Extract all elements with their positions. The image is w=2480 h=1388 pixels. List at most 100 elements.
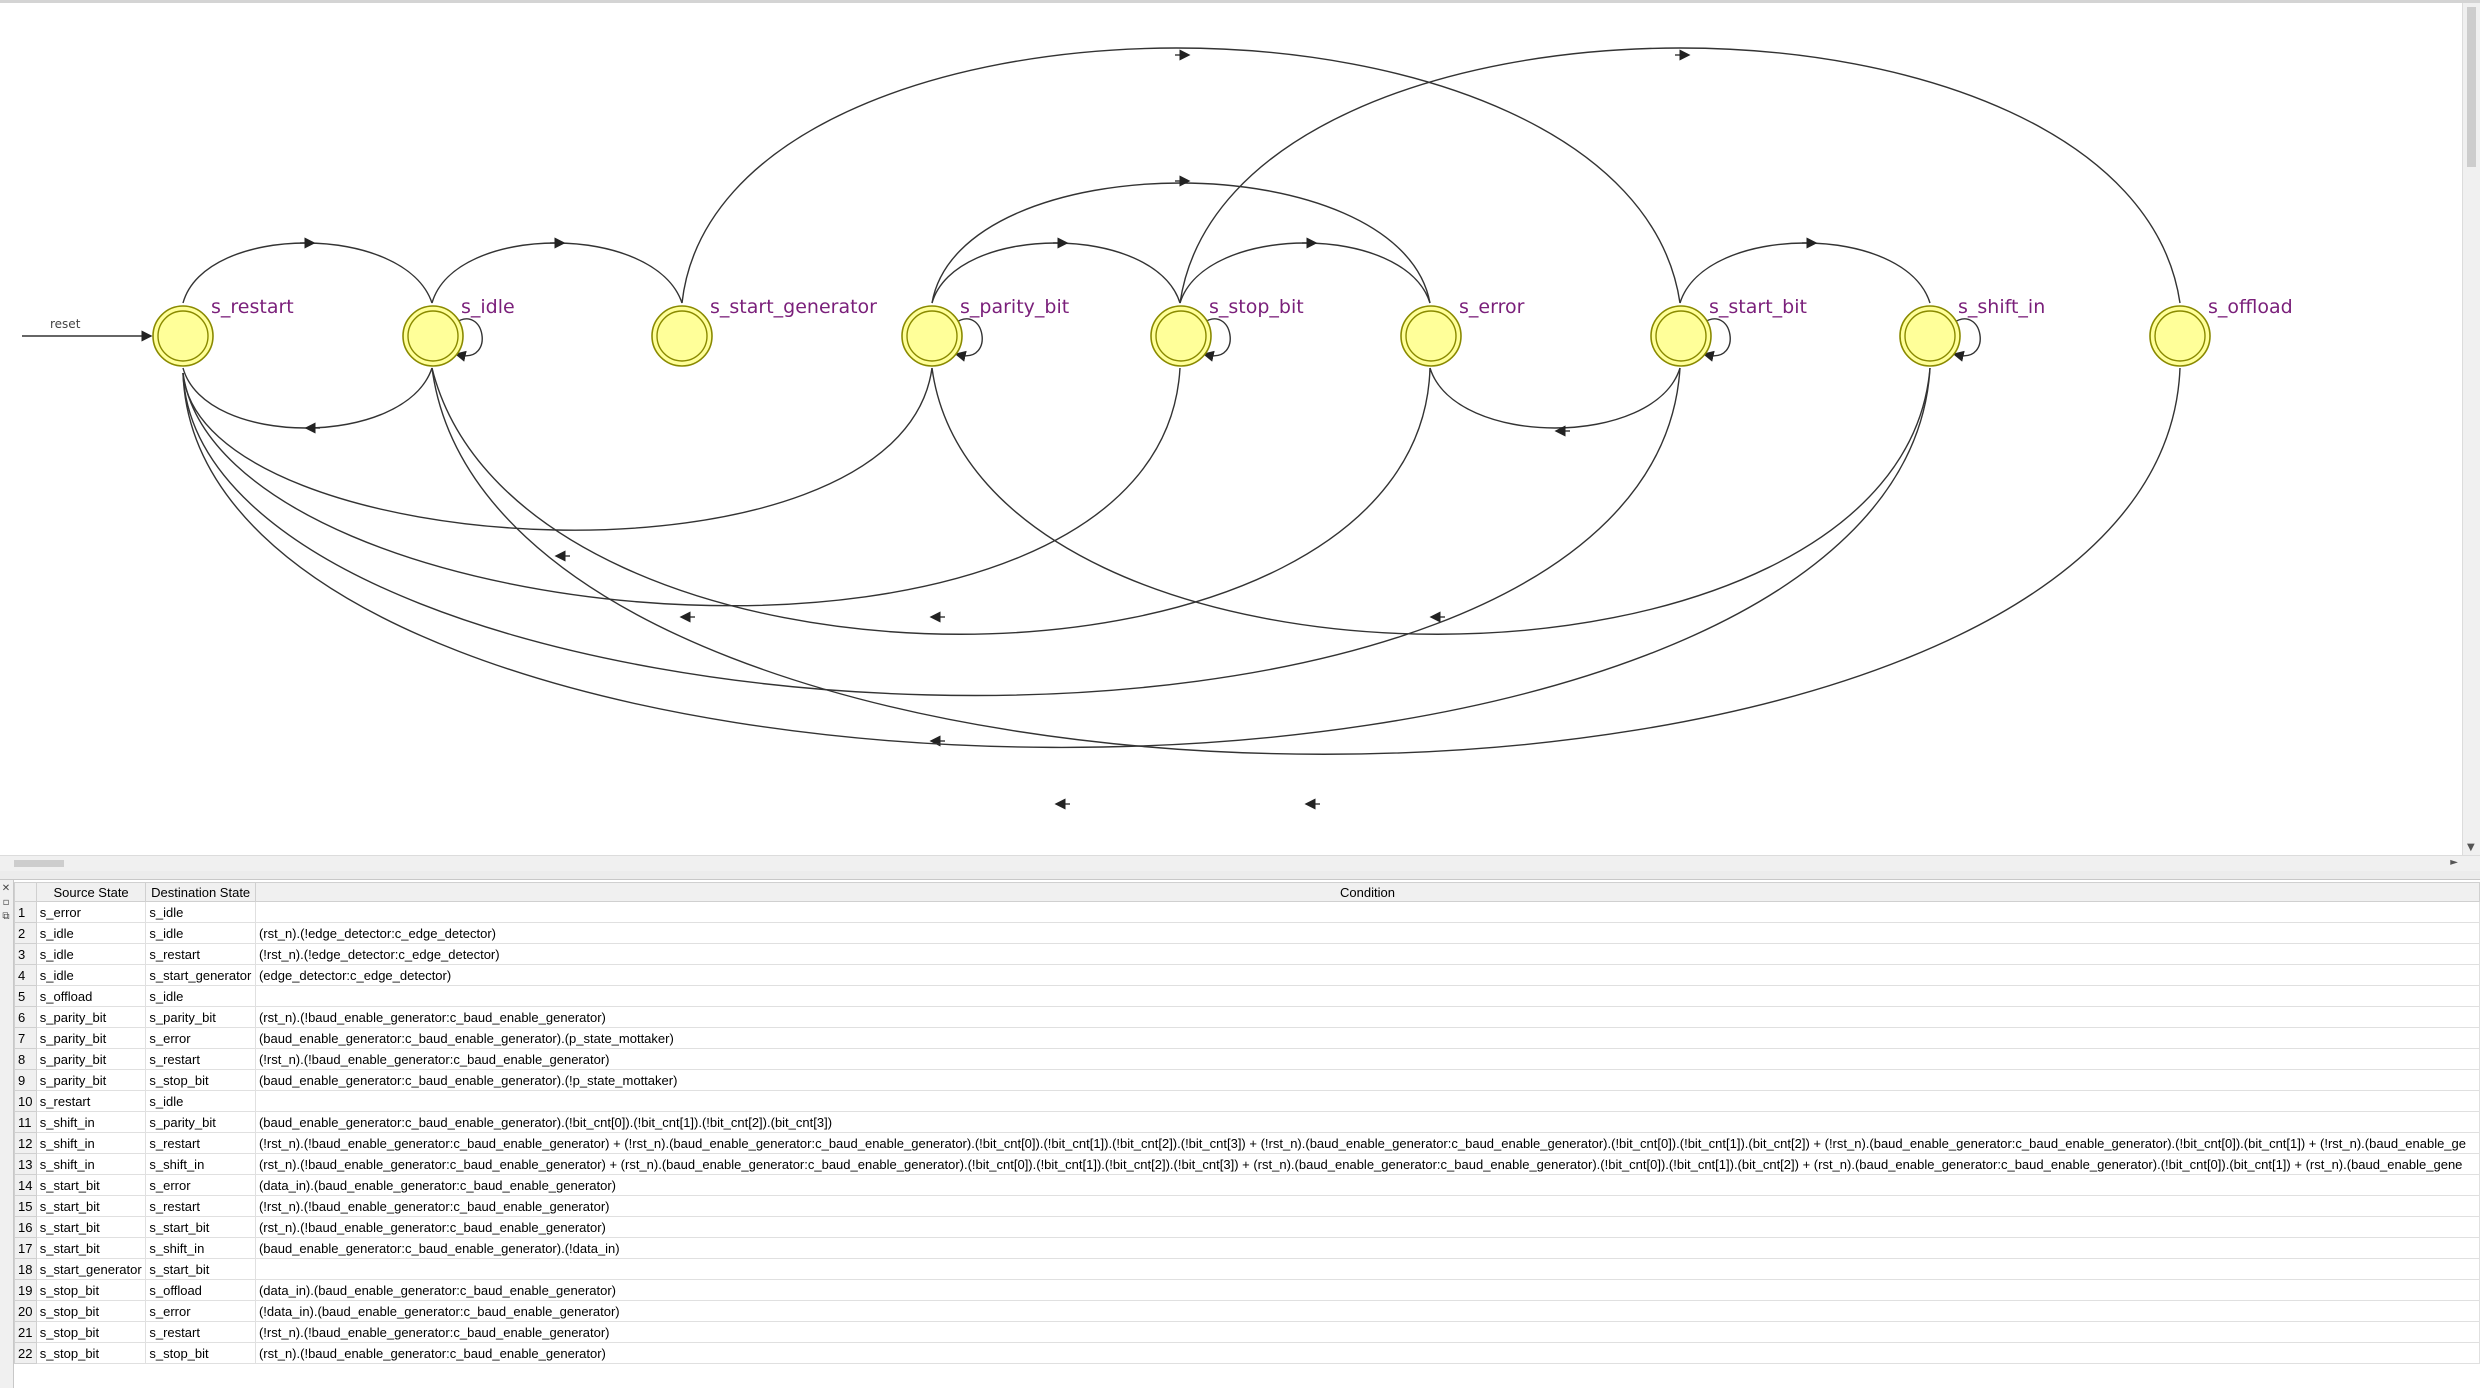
vertical-scroll-thumb[interactable] [2467, 7, 2476, 167]
source-state-cell[interactable]: s_shift_in [35, 1153, 147, 1175]
condition-cell[interactable]: (baud_enable_generator:c_baud_enable_gen… [254, 1111, 2480, 1133]
row-number-cell[interactable]: 4 [14, 964, 37, 986]
row-number-cell[interactable]: 22 [14, 1342, 37, 1364]
row-number-cell[interactable]: 17 [14, 1237, 37, 1259]
condition-cell[interactable]: (baud_enable_generator:c_baud_enable_gen… [254, 1237, 2480, 1259]
source-state-cell[interactable]: s_offload [35, 985, 147, 1007]
row-number-cell[interactable]: 6 [14, 1006, 37, 1028]
destination-state-cell[interactable]: s_parity_bit [145, 1006, 256, 1028]
row-number-cell[interactable]: 16 [14, 1216, 37, 1238]
source-state-cell[interactable]: s_parity_bit [35, 1027, 147, 1049]
source-state-cell[interactable]: s_restart [35, 1090, 147, 1112]
row-number-cell[interactable]: 20 [14, 1300, 37, 1322]
row-number-cell[interactable]: 14 [14, 1174, 37, 1196]
source-state-cell[interactable]: s_start_generator [35, 1258, 147, 1280]
destination-state-cell[interactable]: s_error [145, 1174, 256, 1196]
row-number-cell[interactable]: 1 [14, 901, 37, 923]
destination-state-cell[interactable]: s_stop_bit [145, 1342, 256, 1364]
condition-cell[interactable]: (!data_in).(baud_enable_generator:c_baud… [254, 1300, 2480, 1322]
state-node[interactable]: s_start_generator [651, 296, 877, 367]
destination-state-cell[interactable]: s_idle [145, 922, 256, 944]
panel-splitter[interactable] [0, 871, 2480, 880]
source-state-cell[interactable]: s_stop_bit [35, 1279, 147, 1301]
condition-cell[interactable]: (!rst_n).(!baud_enable_generator:c_baud_… [254, 1132, 2480, 1154]
destination-state-cell[interactable]: s_shift_in [145, 1237, 256, 1259]
condition-cell[interactable]: (edge_detector:c_edge_detector) [254, 964, 2480, 986]
row-number-cell[interactable]: 11 [14, 1111, 37, 1133]
condition-cell[interactable]: (data_in).(baud_enable_generator:c_baud_… [254, 1279, 2480, 1301]
destination-state-cell[interactable]: s_restart [145, 1048, 256, 1070]
state-node[interactable]: s_idle [402, 296, 515, 367]
destination-state-cell[interactable]: s_parity_bit [145, 1111, 256, 1133]
state-node[interactable]: s_stop_bit [1150, 296, 1304, 367]
row-number-cell[interactable]: 2 [14, 922, 37, 944]
destination-state-cell[interactable]: s_restart [145, 943, 256, 965]
column-header-destination[interactable]: Destination State [145, 882, 256, 902]
source-state-cell[interactable]: s_start_bit [35, 1237, 147, 1259]
source-state-cell[interactable]: s_idle [35, 922, 147, 944]
state-node[interactable]: s_offload [2149, 296, 2293, 367]
condition-cell[interactable]: (!rst_n).(!baud_enable_generator:c_baud_… [254, 1048, 2480, 1070]
scroll-right-arrow-icon[interactable]: ► [2450, 857, 2458, 868]
state-node[interactable]: s_error [1400, 296, 1525, 367]
destination-state-cell[interactable]: s_offload [145, 1279, 256, 1301]
condition-cell[interactable]: (!rst_n).(!baud_enable_generator:c_baud_… [254, 1195, 2480, 1217]
condition-cell[interactable]: (!rst_n).(!edge_detector:c_edge_detector… [254, 943, 2480, 965]
vertical-scrollbar[interactable]: ▼ [2462, 3, 2480, 855]
destination-state-cell[interactable]: s_restart [145, 1132, 256, 1154]
horizontal-scroll-thumb[interactable] [14, 860, 64, 867]
column-header-condition[interactable]: Condition [254, 882, 2480, 902]
condition-cell[interactable] [254, 901, 2480, 923]
row-number-cell[interactable]: 8 [14, 1048, 37, 1070]
condition-cell[interactable]: (rst_n).(!baud_enable_generator:c_baud_e… [254, 1216, 2480, 1238]
source-state-cell[interactable]: s_parity_bit [35, 1069, 147, 1091]
destination-state-cell[interactable]: s_error [145, 1027, 256, 1049]
column-header-source[interactable]: Source State [35, 882, 147, 902]
condition-cell[interactable]: (!rst_n).(!baud_enable_generator:c_baud_… [254, 1321, 2480, 1343]
row-number-cell[interactable]: 19 [14, 1279, 37, 1301]
float-icon[interactable]: ⧉ [2, 911, 10, 922]
condition-cell[interactable]: (baud_enable_generator:c_baud_enable_gen… [254, 1027, 2480, 1049]
source-state-cell[interactable]: s_error [35, 901, 147, 923]
row-number-cell[interactable]: 21 [14, 1321, 37, 1343]
condition-cell[interactable] [254, 1258, 2480, 1280]
condition-cell[interactable] [254, 1090, 2480, 1112]
destination-state-cell[interactable]: s_start_generator [145, 964, 256, 986]
source-state-cell[interactable]: s_idle [35, 943, 147, 965]
destination-state-cell[interactable]: s_idle [145, 1090, 256, 1112]
source-state-cell[interactable]: s_shift_in [35, 1132, 147, 1154]
row-number-cell[interactable]: 5 [14, 985, 37, 1007]
source-state-cell[interactable]: s_idle [35, 964, 147, 986]
row-number-cell[interactable]: 9 [14, 1069, 37, 1091]
source-state-cell[interactable]: s_stop_bit [35, 1342, 147, 1364]
source-state-cell[interactable]: s_start_bit [35, 1174, 147, 1196]
row-number-cell[interactable]: 3 [14, 943, 37, 965]
source-state-cell[interactable]: s_start_bit [35, 1195, 147, 1217]
condition-cell[interactable]: (rst_n).(!baud_enable_generator:c_baud_e… [254, 1006, 2480, 1028]
state-node[interactable]: s_shift_in [1899, 296, 2045, 367]
destination-state-cell[interactable]: s_shift_in [145, 1153, 256, 1175]
scroll-down-arrow-icon[interactable]: ▼ [2467, 842, 2475, 853]
source-state-cell[interactable]: s_stop_bit [35, 1300, 147, 1322]
source-state-cell[interactable]: s_parity_bit [35, 1048, 147, 1070]
source-state-cell[interactable]: s_start_bit [35, 1216, 147, 1238]
destination-state-cell[interactable]: s_start_bit [145, 1216, 256, 1238]
row-number-cell[interactable]: 18 [14, 1258, 37, 1280]
destination-state-cell[interactable]: s_idle [145, 901, 256, 923]
